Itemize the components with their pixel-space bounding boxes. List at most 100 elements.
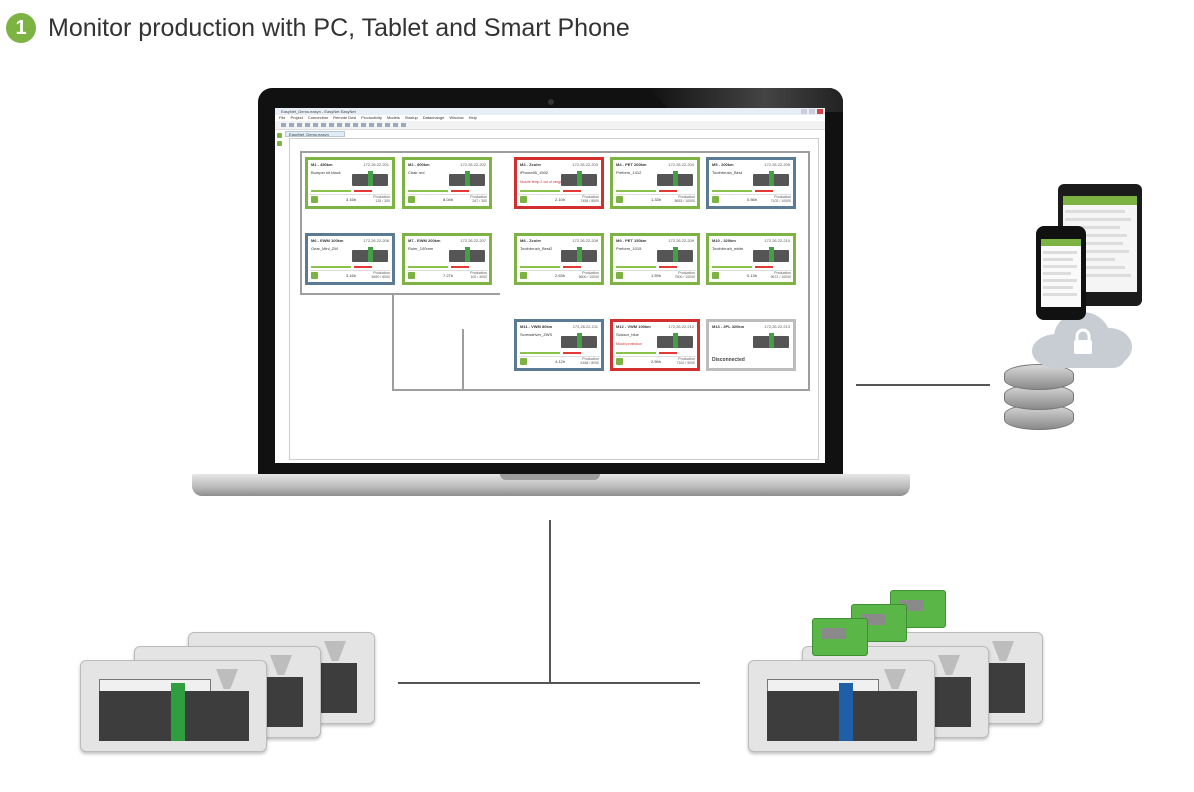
toolbar-button-icon[interactable] [305, 123, 310, 127]
menu-item[interactable]: Productivity [361, 115, 382, 120]
menu-item[interactable]: Datachange [422, 115, 445, 120]
toolbar-button-icon[interactable] [369, 123, 374, 127]
progress-bar [520, 266, 560, 268]
diagram-heading: 1 Monitor production with PC, Tablet and… [6, 10, 630, 46]
toolbar-button-icon[interactable] [281, 123, 286, 127]
hand-icon [311, 196, 318, 203]
smartphone-device [1036, 226, 1086, 320]
machine-thumbnail-icon [753, 247, 789, 262]
machine-name: M9 - PET 150km [616, 238, 647, 243]
counter-value: 5690 / 6000 [371, 275, 391, 279]
product-name: Gear_Mini_ZW [311, 246, 338, 251]
remaining-time: 1.59h [651, 273, 662, 278]
tree-icon[interactable] [277, 133, 282, 138]
toolbar-button-icon[interactable] [385, 123, 390, 127]
hand-icon [616, 272, 623, 279]
progress-bar [520, 352, 560, 354]
toolbar-button-icon[interactable] [361, 123, 366, 127]
hall-wall [300, 151, 302, 295]
production-label: Production [582, 357, 599, 361]
counter-value: 102 / 4000 [470, 275, 487, 279]
menu-item[interactable]: Window [449, 115, 464, 120]
machine-thumbnail-icon [753, 333, 789, 348]
machine-ip: 172.26.22.203 [572, 162, 598, 167]
maximize-icon[interactable] [809, 109, 815, 114]
toolbar-button-icon[interactable] [313, 123, 318, 127]
minimize-icon[interactable] [801, 109, 807, 114]
toolbar-button-icon[interactable] [297, 123, 302, 127]
toolbar-button-icon[interactable] [377, 123, 382, 127]
progress-bar-remaining [755, 266, 773, 268]
hand-icon [408, 272, 415, 279]
alarm-message: Mould protection [616, 342, 642, 346]
remaining-time: 4.12h [555, 359, 566, 364]
toolbar-button-icon[interactable] [353, 123, 358, 127]
machine-thumbnail-icon [561, 171, 597, 186]
menu-item[interactable]: Project [290, 115, 303, 120]
product-name: Preform_1412 [616, 170, 642, 175]
close-icon[interactable] [817, 109, 823, 114]
progress-bar [408, 190, 448, 192]
add-machine-icon[interactable] [277, 141, 282, 146]
product-name: Ruler_100mm [408, 246, 434, 251]
hall-wall [462, 329, 464, 389]
machine-name: M6 - EWM 100km [311, 238, 344, 243]
toolbar-button-icon[interactable] [321, 123, 326, 127]
menu-item[interactable]: File [279, 115, 286, 120]
production-label: Production [582, 195, 599, 199]
product-name: Scissor_blue [616, 332, 639, 337]
menu-item[interactable]: Remote Desi [333, 115, 357, 120]
menu-item[interactable]: Models [386, 115, 400, 120]
hand-icon [712, 196, 719, 203]
menu-item[interactable]: Startup [404, 115, 418, 120]
machine-name: M8 - Zcoler [520, 238, 542, 243]
machine-ip: 172.26.22.202 [460, 162, 486, 167]
progress-bar [616, 190, 656, 192]
progress-bar-remaining [659, 190, 677, 192]
hall-wall [392, 389, 810, 391]
toolbar-button-icon[interactable] [345, 123, 350, 127]
machine-thumbnail-icon [753, 171, 789, 186]
toolbar-button-icon[interactable] [401, 123, 406, 127]
remaining-time: 7.27h [443, 273, 454, 278]
production-label: Production [678, 195, 695, 199]
remaining-time: 1.33h [651, 197, 662, 202]
progress-bar [616, 266, 656, 268]
counter-value: 125 / 300 [375, 199, 390, 203]
toolbar-button-icon[interactable] [289, 123, 294, 127]
menu-item[interactable]: Help [468, 115, 477, 120]
progress-bar-remaining [659, 266, 677, 268]
document-tab[interactable]: EasyNet_Demo.easyn [285, 131, 345, 137]
step-number-badge: 1 [6, 13, 36, 43]
toolbar-button-icon[interactable] [393, 123, 398, 127]
remaining-time: 2.63h [555, 273, 566, 278]
toolbar-button-icon[interactable] [329, 123, 334, 127]
machine-ip: 172.26.22.208 [572, 238, 598, 243]
toolbar-button-icon[interactable] [337, 123, 342, 127]
production-label: Production [470, 271, 487, 275]
product-name: Preform_1015 [616, 246, 642, 251]
progress-bar [616, 352, 656, 354]
menu-item[interactable]: Connection [307, 115, 329, 120]
